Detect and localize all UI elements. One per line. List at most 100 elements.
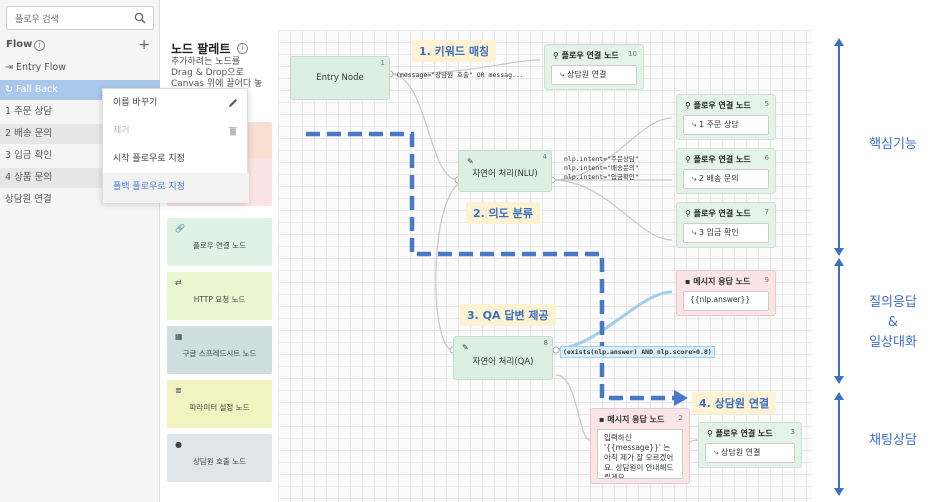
message-response-node[interactable]: ▪ 메시지 응답 노드 2 입력하신 '{{message}}' 는 아직 제가… <box>590 408 690 484</box>
exchange-icon: ⇄ <box>175 278 182 287</box>
entry-node[interactable]: 1 Entry Node <box>290 56 390 100</box>
fallback-icon: ↻ <box>5 84 13 95</box>
node-number: 3 <box>790 428 795 436</box>
flow-title: Flow <box>6 39 33 50</box>
node-number: 6 <box>764 154 769 162</box>
menu-set-fallback[interactable]: 폴백 플로우로 지정 <box>103 173 249 203</box>
flow-target-text: 상담원 연결 <box>721 448 761 457</box>
node-title: 자연어 처리(QA) <box>472 357 534 367</box>
pencil-icon <box>229 99 237 107</box>
range-arrowheads <box>834 38 844 496</box>
node-number: 9 <box>764 276 769 284</box>
flow-item-payment[interactable]: 3 입금 확인 <box>0 146 160 166</box>
flow-connect-node[interactable]: ⚲ 플로우 연결 노드 10 ⤷ 상담원 연결 <box>544 44 644 90</box>
callout-intent-classification: 2. 의도 분류 <box>466 202 540 224</box>
flow-connect-node[interactable]: ⚲ 플로우 연결 노드 6 ⤷ 2 배송 문의 <box>676 148 776 194</box>
condition-label: nlp.intent="입금확인" <box>564 173 639 181</box>
node-header-text: 플로우 연결 노드 <box>561 51 619 60</box>
flow-item-label: 4 상품 문의 <box>5 172 53 183</box>
flow-target-text: 3 입금 확인 <box>699 228 739 237</box>
palette-card-http[interactable]: ⇄ HTTP 요청 노드 <box>167 272 272 320</box>
palette-card-label: 플로우 연결 노드 <box>192 241 247 250</box>
menu-item-label: 제거 <box>113 126 130 136</box>
message-response-node[interactable]: ▪ 메시지 응답 노드 9 {{nlp.answer}} <box>676 270 776 316</box>
palette-card-label: HTTP 요청 노드 <box>193 295 246 304</box>
node-number: 10 <box>628 50 637 58</box>
palette-card-flow-connect[interactable]: 🔗 플로우 연결 노드 <box>167 218 272 266</box>
palette-description: 추가하려는 노드를 Drag & Drop으로 Canvas 위에 끌어다 놓 <box>171 57 263 89</box>
node-header: ▪ 메시지 응답 노드 <box>685 277 751 286</box>
flow-target-text: 상담원 연결 <box>567 70 607 79</box>
palette-card-spreadsheet[interactable]: ▦ 구글 스프레드시트 노드 <box>167 326 272 374</box>
flow-sidebar: Flow i + ⇥ Entry Flow ↻ Fall Back 1 주문 상… <box>0 0 160 502</box>
range-arrow-core <box>838 44 840 250</box>
info-icon[interactable]: i <box>34 40 45 51</box>
range-arrow-qa <box>838 262 840 382</box>
flow-item-agent[interactable]: 상담원 연결 <box>0 190 160 210</box>
flow-item-label: 3 입금 확인 <box>5 150 53 161</box>
palette-card-label: 구글 스프레드시트 노드 <box>182 349 257 358</box>
node-number: 1 <box>380 59 385 67</box>
node-header: ⚲ 플로우 연결 노드 <box>707 429 773 438</box>
label-chat-consult: 채팅상담 <box>869 433 917 448</box>
flow-dashed-arrow <box>306 131 688 406</box>
palette-card-label: 상담원 호출 노드 <box>192 457 247 466</box>
wand-icon: ✎ <box>467 157 474 166</box>
flow-target-text: 1 주문 상담 <box>699 120 739 129</box>
menu-item-label: 이름 바꾸기 <box>113 98 158 108</box>
condition-label: (message="상담원 호출" OR messag... <box>396 71 524 79</box>
condition-label: nlp.intent="배송문의" <box>564 164 639 172</box>
nlu-node[interactable]: ✎ 4 자연어 처리(NLU) <box>458 150 552 192</box>
callout-keyword-matching: 1. 키워드 매칭 <box>412 40 497 62</box>
range-arrow-chat <box>838 396 840 492</box>
person-icon: ● <box>175 440 182 449</box>
flow-target: ⤷ 3 입금 확인 <box>683 223 769 243</box>
flow-item-label: Entry Flow <box>16 62 66 73</box>
menu-delete[interactable]: 제거 <box>103 117 249 145</box>
palette-title: 노드 팔레트 <box>171 42 231 56</box>
flow-connect-node[interactable]: ⚲ 플로우 연결 노드 3 ⤷ 상담원 연결 <box>698 422 802 468</box>
info-icon[interactable]: i <box>237 43 248 54</box>
label-core-function: 핵심기능 <box>869 137 917 152</box>
callout-agent-connect: 4. 상담원 연결 <box>692 392 777 414</box>
palette-card-agent-call[interactable]: ● 상담원 호출 노드 <box>167 434 272 482</box>
flow-target: ⤷ 2 배송 문의 <box>683 169 769 189</box>
node-header-text: 메시지 응답 노드 <box>607 415 665 424</box>
link-icon: 🔗 <box>175 224 185 233</box>
callout-qa-answer: 3. QA 답변 제공 <box>460 304 556 326</box>
search-icon[interactable] <box>134 12 146 24</box>
flow-item-entry[interactable]: ⇥ Entry Flow <box>0 58 160 78</box>
node-number: 8 <box>543 339 548 347</box>
flow-search[interactable] <box>6 6 154 30</box>
qa-node[interactable]: ✎ 8 자연어 처리(QA) <box>453 336 553 380</box>
flow-item-label: 1 주문 상담 <box>5 106 53 117</box>
node-header-text: 메시지 응답 노드 <box>693 277 751 286</box>
flow-item-label: 상담원 연결 <box>5 194 52 205</box>
node-header: ⚲ 플로우 연결 노드 <box>685 209 751 218</box>
palette-card-label: 파라미터 설정 노드 <box>189 403 250 412</box>
palette-card-parameter[interactable]: ≣ 파라미터 설정 노드 <box>167 380 272 428</box>
add-flow-button[interactable]: + <box>138 37 150 53</box>
node-number: 2 <box>678 414 683 422</box>
node-title: 자연어 처리(NLU) <box>472 169 538 179</box>
menu-set-start[interactable]: 시작 플로우로 지정 <box>103 145 249 173</box>
node-header-text: 플로우 연결 노드 <box>693 101 751 110</box>
menu-item-label: 폴백 플로우로 지정 <box>113 182 185 192</box>
flow-item-order[interactable]: 1 주문 상담 <box>0 102 160 122</box>
label-qa-amp: & <box>887 315 899 330</box>
search-input[interactable] <box>15 12 125 26</box>
flow-header: Flow i + <box>0 36 160 56</box>
label-qa-line1: 질의응답 <box>869 295 917 310</box>
node-header: ⚲ 플로우 연결 노드 <box>685 101 751 110</box>
wand-icon: ✎ <box>462 343 469 352</box>
flow-connect-node[interactable]: ⚲ 플로우 연결 노드 7 ⤷ 3 입금 확인 <box>676 202 776 248</box>
node-number: 4 <box>542 153 547 161</box>
menu-rename[interactable]: 이름 바꾸기 <box>103 89 249 117</box>
flow-canvas[interactable]: 1 Entry Node (message="상담원 호출" OR messag… <box>278 30 812 502</box>
node-header: ⚲ 플로우 연결 노드 <box>685 155 751 164</box>
flow-item-label: Fall Back <box>16 84 58 95</box>
list-icon: ≣ <box>175 386 182 395</box>
flow-target: ⤷ 1 주문 상담 <box>683 115 769 135</box>
flow-target: ⤷ 상담원 연결 <box>551 65 637 85</box>
flow-connect-node[interactable]: ⚲ 플로우 연결 노드 5 ⤷ 1 주문 상담 <box>676 94 776 140</box>
